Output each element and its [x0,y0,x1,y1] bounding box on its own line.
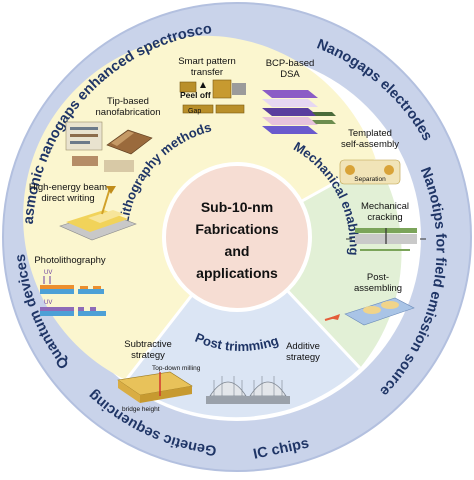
item-additive: Additive strategy [286,341,320,363]
peel-off-label: Peel off [180,90,211,100]
item-photolithography-label: Photolithography [34,255,106,266]
item-additive-label-2: strategy [286,352,320,363]
illustration-tip-based [65,121,153,172]
top-down-milling-label: Top-down milling [152,365,201,372]
item-templated-label-2: self-assembly [341,139,399,150]
item-post-assembling: Post- assembling [354,272,402,294]
illustration-photolithography: UV UV [40,270,106,316]
item-tip-based-label-1: Tip-based [107,96,149,107]
item-mechanical-cracking: Mechanical cracking [361,201,409,223]
bridge-height-label: bridge height [122,406,160,413]
item-high-energy-beam: High-energy beam direct writing [29,182,107,204]
center-line-1: Sub-10-nm [201,199,273,215]
item-cracking-label-2: cracking [367,212,402,223]
item-post-assembling-label-1: Post- [367,272,389,283]
item-bcp-label-2: DSA [280,69,300,80]
center-circle [162,162,312,312]
illustration-smart-pattern: Peel off Gap [179,79,246,115]
item-photolithography: Photolithography [34,255,106,266]
separation-label: Separation [354,176,386,183]
item-high-energy-label-2: direct writing [41,193,94,204]
item-bcp-label-1: BCP-based [266,58,315,69]
illustration-templated: Separation [339,159,401,185]
uv-label-2: UV [44,300,52,306]
illustration-beam-writing [59,186,137,241]
item-templated-self-assembly: Templated self-assembly [341,128,399,150]
sector-trimming [126,237,360,418]
item-tip-based: Tip-based nanofabrication [96,96,161,118]
item-subtractive-label-2: strategy [131,350,165,361]
center-line-2: Fabrications [195,221,278,237]
item-subtractive-label-1: Subtractive [124,339,172,350]
item-bcp-dsa: BCP-based DSA [266,58,315,80]
center-line-4: applications [196,265,278,281]
gap-label: Gap [188,108,201,115]
item-post-assembling-label-2: assembling [354,283,402,294]
illustration-cracking [346,228,426,251]
item-additive-label-1: Additive [286,341,320,352]
item-smart-pattern: Smart pattern transfer [178,56,236,78]
uv-label-1: UV [44,270,52,276]
item-subtractive: Subtractive strategy [124,339,172,361]
center-line-3: and [225,243,250,259]
item-smart-pattern-label-1: Smart pattern [178,56,236,67]
item-tip-based-label-2: nanofabrication [96,107,161,118]
item-smart-pattern-label-2: transfer [191,67,223,78]
item-templated-label-1: Templated [348,128,392,139]
illustration-post-assembling [324,297,415,326]
item-cracking-label-1: Mechanical [361,201,409,212]
illustration-bcp-dsa [262,90,336,134]
illustration-additive [206,376,290,404]
illustration-subtractive: Top-down milling bridge height [117,365,201,413]
item-high-energy-label-1: High-energy beam [29,182,107,193]
